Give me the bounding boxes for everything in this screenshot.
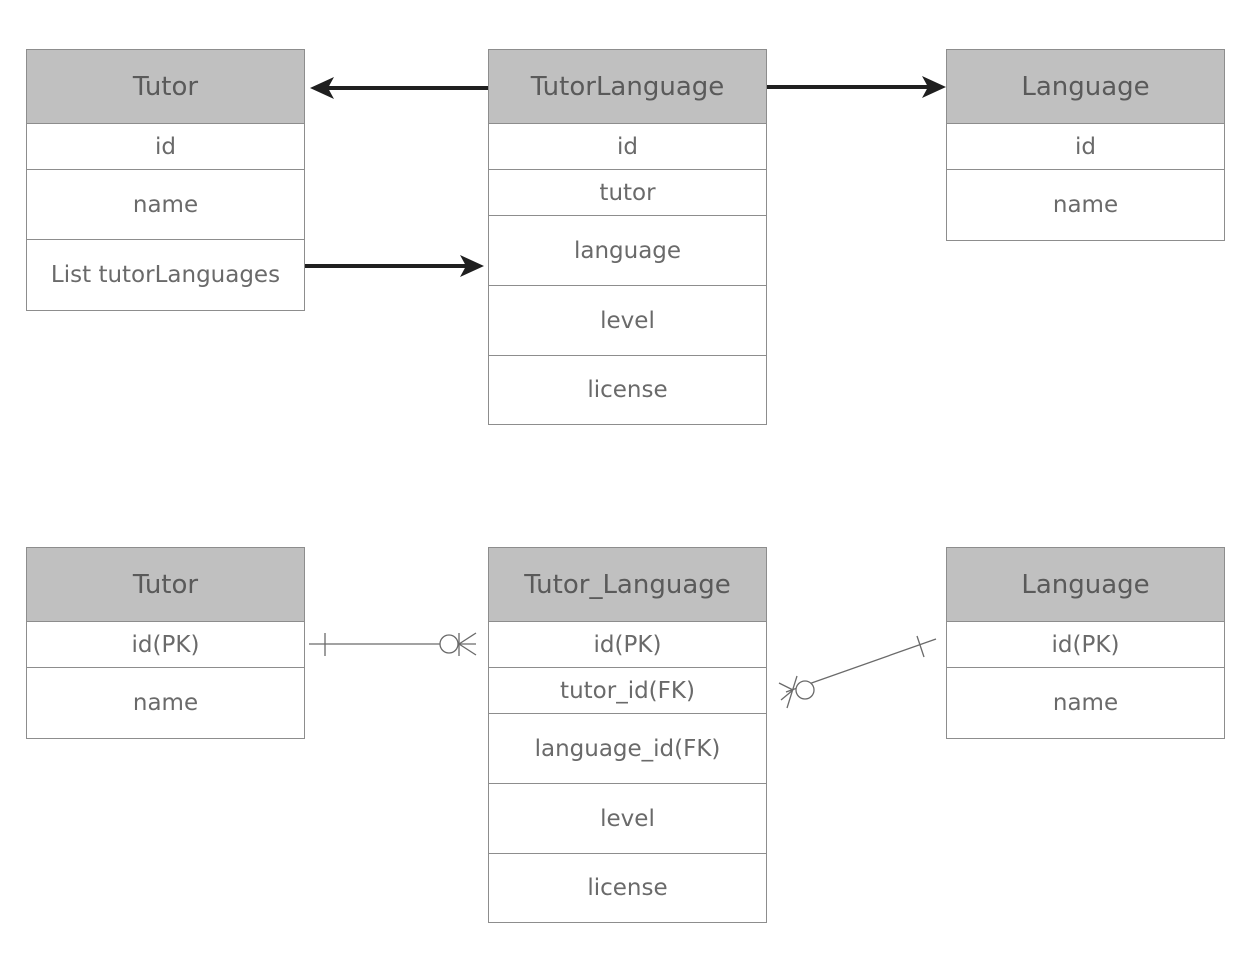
field-row: id(PK) (489, 622, 766, 668)
entity-title: Tutor (27, 548, 304, 622)
field-row: name (132, 690, 199, 716)
entity-language-table: Language id(PK) name (946, 547, 1225, 739)
relation-tutor-to-tutor-language (309, 632, 477, 656)
entity-title: Tutor_Language (489, 548, 766, 622)
field-row: name (1052, 690, 1119, 716)
entity-tutor-language-table: Tutor_Language id(PK) tutor_id(FK) langu… (488, 547, 767, 923)
field-row: List tutorLanguages (50, 262, 281, 288)
entity-tutor-table: Tutor id(PK) name (26, 547, 305, 739)
entity-title: Tutor (27, 50, 304, 124)
field-row: tutor_id(FK) (489, 668, 766, 714)
field-row: language (489, 216, 766, 286)
field-row: license (587, 377, 668, 403)
field-row: id (947, 124, 1224, 170)
field-row: level (489, 286, 766, 356)
arrow-tutorlanguage-to-language (767, 76, 946, 98)
entity-tutor-class: Tutor id name List tutorLanguages (26, 49, 305, 311)
field-row: id(PK) (27, 622, 304, 668)
arrow-tutorlanguage-to-tutor (310, 77, 488, 99)
entity-tutorlanguage-class: TutorLanguage id tutor language level li… (488, 49, 767, 425)
field-row: id (27, 124, 304, 170)
field-row: license (587, 875, 668, 901)
field-row: language_id(FK) (489, 714, 766, 784)
entity-title: Language (947, 50, 1224, 124)
field-row: name (27, 170, 304, 240)
field-row: tutor (489, 170, 766, 216)
entity-title: TutorLanguage (489, 50, 766, 124)
field-row: id (489, 124, 766, 170)
relation-tutor-language-to-language (778, 635, 937, 709)
field-row: name (1052, 192, 1119, 218)
field-row: id(PK) (947, 622, 1224, 668)
field-row: level (489, 784, 766, 854)
arrow-tutor-list-to-tutorlanguage (305, 255, 484, 277)
entity-title: Language (947, 548, 1224, 622)
entity-language-class: Language id name (946, 49, 1225, 241)
